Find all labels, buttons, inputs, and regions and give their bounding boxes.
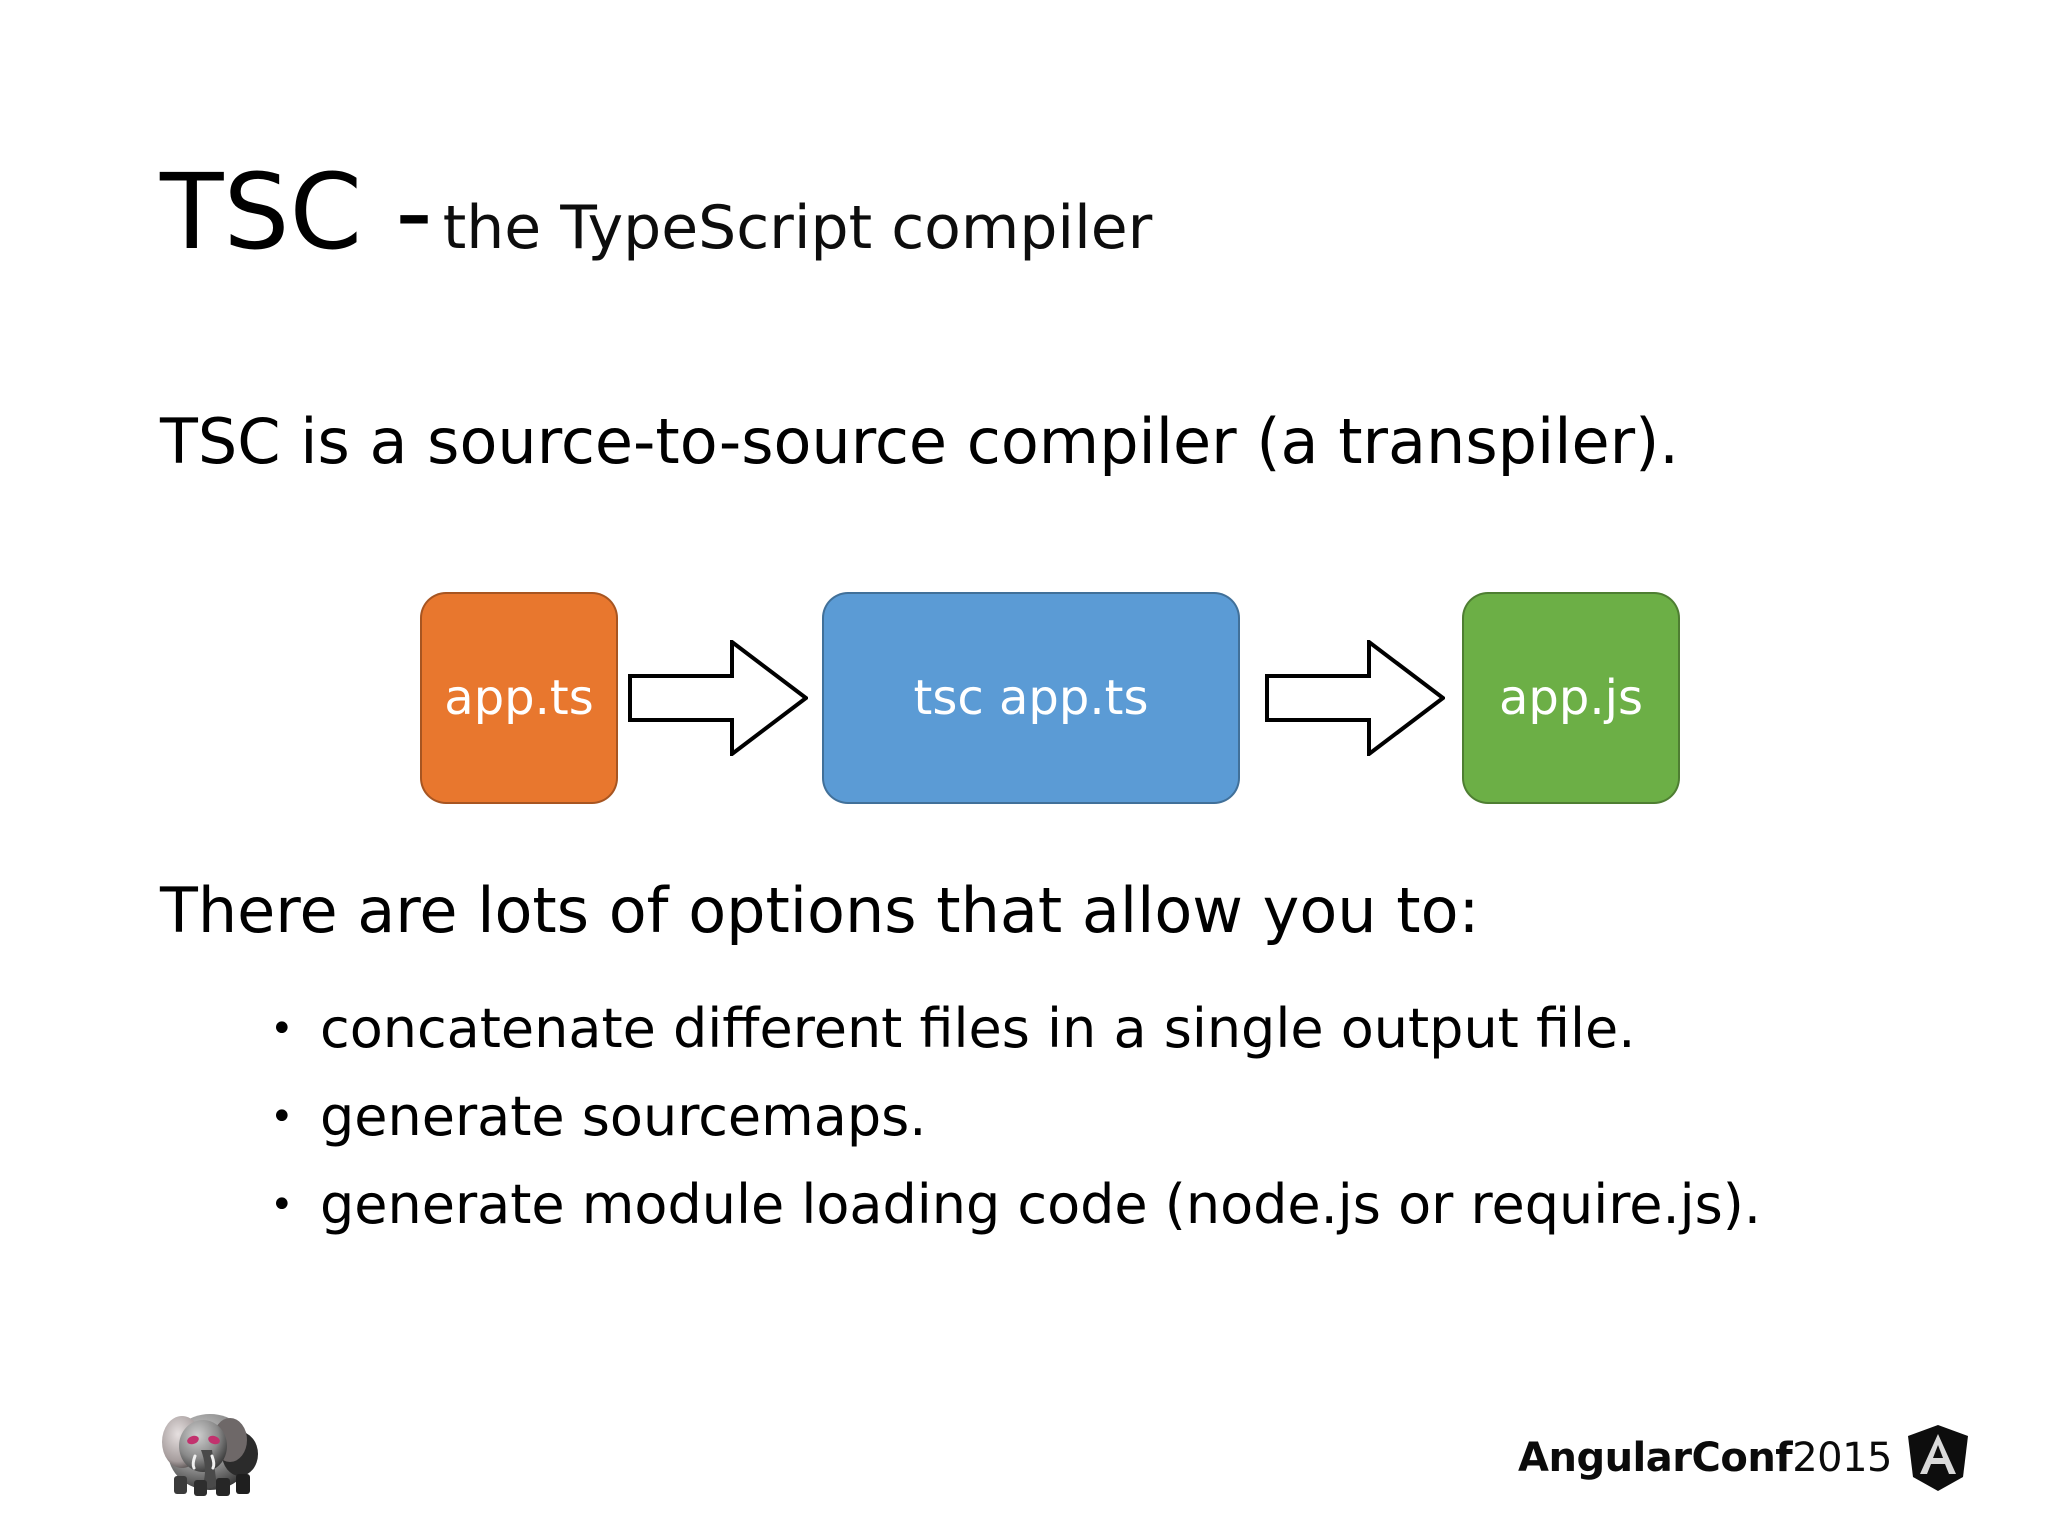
options-bullet-list: • concatenate different files in a singl…: [262, 985, 1962, 1249]
list-item: • generate sourcemaps.: [262, 1073, 1962, 1161]
list-item: • concatenate different files in a singl…: [262, 985, 1962, 1073]
diagram-node-command: tsc app.ts: [822, 592, 1240, 804]
title-subtitle-text: the TypeScript compiler: [442, 193, 1153, 263]
transpile-flow-diagram: app.ts tsc app.ts app.js: [420, 592, 1680, 804]
footer-brand: AngularConf2015: [1518, 1422, 1970, 1494]
lead-statement: TSC is a source-to-source compiler (a tr…: [160, 405, 1679, 478]
slide-title: TSC -the TypeScript compiler: [160, 160, 1920, 264]
list-item-label: generate sourcemaps.: [320, 1085, 927, 1148]
bullet-dot-icon: •: [270, 1094, 294, 1140]
options-heading: There are lots of options that allow you…: [160, 874, 1480, 947]
list-item-label: generate module loading code (node.js or…: [320, 1173, 1762, 1236]
bullet-dot-icon: •: [270, 1182, 294, 1228]
bullet-dot-icon: •: [270, 1006, 294, 1052]
footer-brand-text: AngularConf2015: [1518, 1435, 1892, 1481]
diagram-node-source-label: app.ts: [444, 670, 594, 726]
diagram-node-command-label: tsc app.ts: [913, 670, 1149, 726]
title-main-text: TSC -: [160, 151, 433, 273]
footer-brand-name: AngularConf: [1518, 1435, 1793, 1481]
footer-brand-year: 2015: [1792, 1435, 1892, 1481]
list-item-label: concatenate different files in a single …: [320, 997, 1636, 1060]
arrow-source-to-command-icon: [628, 640, 808, 756]
angular-logo-icon: [1908, 1425, 1968, 1491]
elephant-mascot-icon: [148, 1402, 268, 1506]
diagram-node-output: app.js: [1462, 592, 1680, 804]
list-item: • generate module loading code (node.js …: [262, 1161, 1962, 1249]
arrow-command-to-output-icon: [1265, 640, 1445, 756]
diagram-node-source: app.ts: [420, 592, 618, 804]
diagram-node-output-label: app.js: [1499, 670, 1643, 726]
